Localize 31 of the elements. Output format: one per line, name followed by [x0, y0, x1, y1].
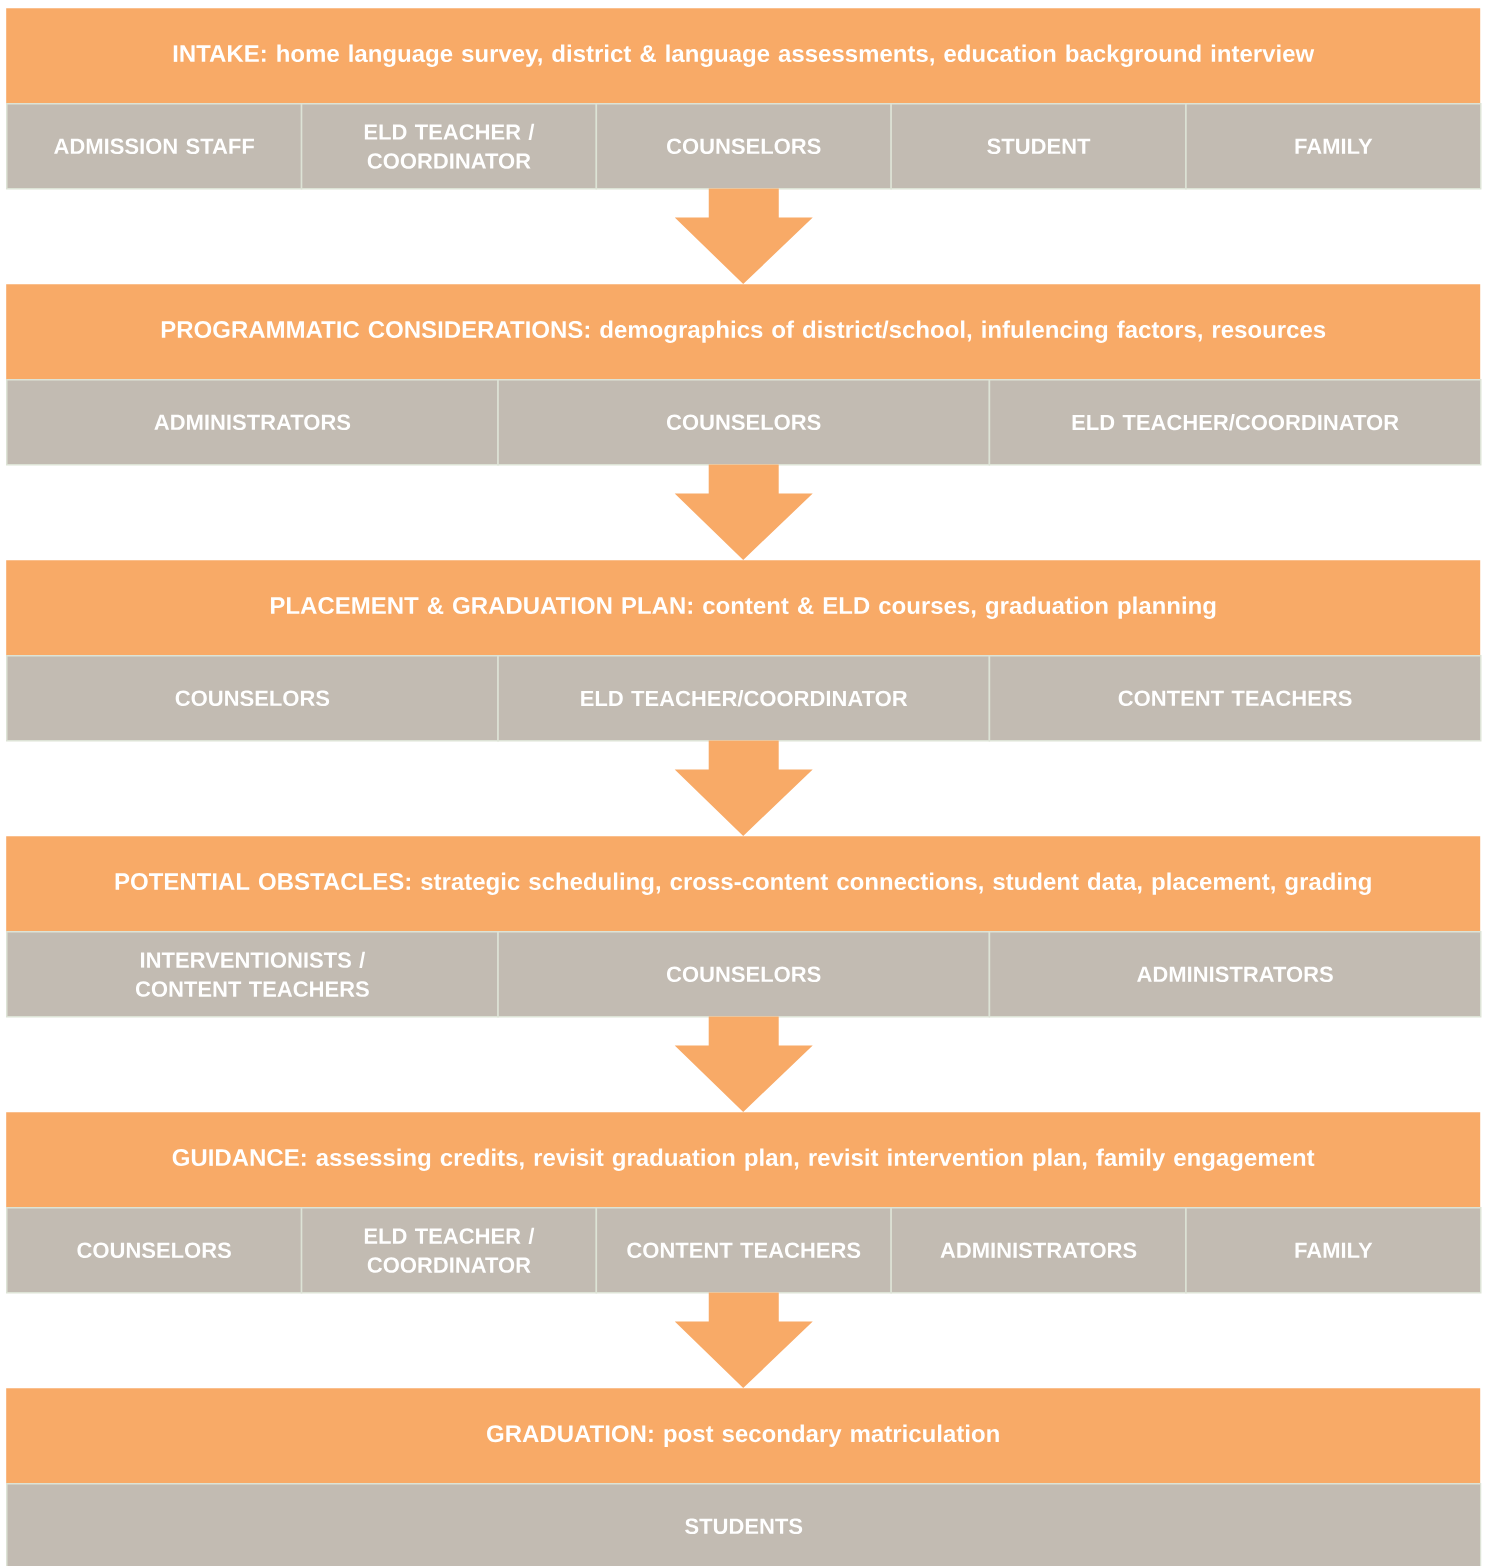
role-cell: ADMISSION STAFF — [6, 103, 303, 190]
block-arrow — [674, 1016, 813, 1112]
role-cell: ELD TEACHER/COORDINATOR — [988, 379, 1482, 466]
role-cell: ADMINISTRATORS — [988, 931, 1482, 1018]
stage-header: INTAKE: home language survey, district & language assessments, education background interview — [6, 8, 1481, 104]
block-arrow — [674, 1292, 813, 1388]
role-cell: COUNSELORS — [6, 655, 499, 742]
stage-header: POTENTIAL OBSTACLES: strategic scheduling, cross-content connections, student data, placement, grading — [6, 836, 1481, 932]
role-cell: COUNSELORS — [6, 1207, 303, 1294]
role-cell: ADMINISTRATORS — [6, 379, 499, 466]
role-cell: ELD TEACHER / COORDINATOR — [300, 1207, 598, 1294]
role-cell: COUNSELORS — [595, 103, 892, 190]
role-cell: COUNSELORS — [497, 379, 991, 466]
role-cell: CONTENT TEACHERS — [988, 655, 1482, 742]
role-cell: INTERVENTIONISTS / CONTENT TEACHERS — [6, 931, 499, 1018]
stage-header: PROGRAMMATIC CONSIDERATIONS: demographics of district/school, infulencing factors, resources — [6, 284, 1481, 380]
role-cell: ADMINISTRATORS — [890, 1207, 1187, 1294]
role-cell: COUNSELORS — [497, 931, 991, 1018]
role-cell: STUDENT — [890, 103, 1187, 190]
role-cell: FAMILY — [1185, 1207, 1482, 1294]
role-cell: ELD TEACHER / COORDINATOR — [300, 103, 598, 190]
block-arrow — [674, 740, 813, 836]
role-cell: FAMILY — [1185, 103, 1482, 190]
stage-header: PLACEMENT & GRADUATION PLAN: content & ELD courses, graduation planning — [6, 560, 1481, 656]
role-cell: STUDENTS — [6, 1483, 1482, 1566]
stage-header: GUIDANCE: assessing credits, revisit graduation plan, revisit intervention plan, family engagement — [6, 1112, 1481, 1208]
role-cell: ELD TEACHER/COORDINATOR — [497, 655, 991, 742]
block-arrow — [674, 464, 813, 560]
role-cell: CONTENT TEACHERS — [595, 1207, 892, 1294]
block-arrow — [674, 188, 813, 284]
stage-header: GRADUATION: post secondary matriculation — [6, 1388, 1481, 1484]
